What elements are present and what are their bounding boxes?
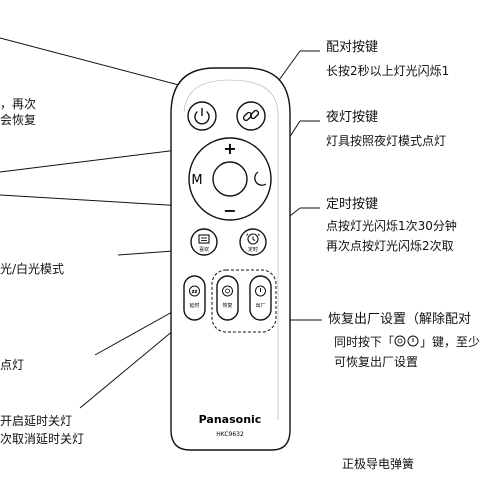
- night-light-button[interactable]: [254, 171, 267, 186]
- restore-label: 恢复: [222, 302, 232, 309]
- factory-reset-desc-1-pre: 同时按下「: [334, 335, 395, 349]
- svg-text:zz: zz: [192, 289, 198, 295]
- power-button[interactable]: [187, 101, 217, 131]
- factory-label: 出厂: [255, 302, 265, 309]
- ok-center-button[interactable]: [212, 161, 248, 197]
- reset-combo-outline: [211, 269, 277, 333]
- favorite-button[interactable]: [190, 228, 218, 256]
- night-light-desc: 灯具按照夜灯模式点灯: [326, 134, 447, 148]
- timer-key-desc-2: 再次点按灯光闪烁2次取: [326, 239, 454, 253]
- favorite-icon: [198, 234, 210, 244]
- sleep-icon: [189, 285, 200, 297]
- favorite-label: 喜欢: [199, 246, 209, 253]
- mode-m-button[interactable]: M: [191, 173, 202, 188]
- left-annotation-fragment-4: 点灯: [0, 358, 25, 372]
- left-annotation-fragment-5: 开启延时关灯: [0, 414, 73, 428]
- left-annotation-fragment-3: 光/白光模式: [0, 262, 65, 276]
- pairing-button[interactable]: [236, 101, 266, 131]
- factory-icon: [255, 285, 266, 297]
- sleep-delay-button[interactable]: zz: [183, 275, 206, 321]
- model-number: HKC9632: [216, 431, 244, 438]
- factory-reset-desc-1-post: 」键，至少: [420, 335, 481, 349]
- remote-contour: [183, 79, 279, 420]
- alarm-clock-icon: [247, 233, 259, 245]
- timer-key-desc-1: 点按灯光闪烁1次30分钟: [326, 219, 457, 233]
- pairing-key-title: 配对按键: [326, 40, 379, 55]
- brightness-plus-button[interactable]: +: [223, 139, 236, 158]
- timer-label: 定时: [248, 246, 258, 253]
- restore-button[interactable]: [216, 275, 239, 321]
- pairing-key-desc: 长按2秒以上灯光闪烁1: [326, 64, 450, 78]
- timer-button[interactable]: [239, 228, 267, 256]
- brand-logo: Panasonic: [199, 413, 262, 426]
- reset-combo-icons: [394, 335, 420, 347]
- remote-body: [170, 67, 291, 451]
- factory-reset-desc-1: 同时按下「 」键，至少: [334, 335, 480, 349]
- left-annotation-fragment-6: 次取消延时关灯: [0, 432, 85, 446]
- factory-reset-desc-2: 可恢复出厂设置: [334, 355, 419, 369]
- factory-button[interactable]: [249, 275, 272, 321]
- sleep-label: 延时: [189, 302, 199, 309]
- timer-key-title: 定时按键: [326, 197, 379, 212]
- left-annotation-fragment-2: 会恢复: [0, 113, 37, 127]
- factory-reset-title: 恢复出厂设置（解除配对: [328, 312, 472, 327]
- restore-icon: [222, 285, 233, 297]
- night-light-title: 夜灯按键: [326, 110, 379, 125]
- positive-spring-label: 正极导电弹簧: [342, 457, 415, 471]
- moon-icon: [254, 171, 267, 186]
- brightness-minus-button[interactable]: −: [223, 201, 236, 220]
- link-icon: [242, 109, 260, 122]
- leader-line-power: [0, 37, 199, 91]
- left-annotation-fragment-1: ，再次: [0, 97, 37, 111]
